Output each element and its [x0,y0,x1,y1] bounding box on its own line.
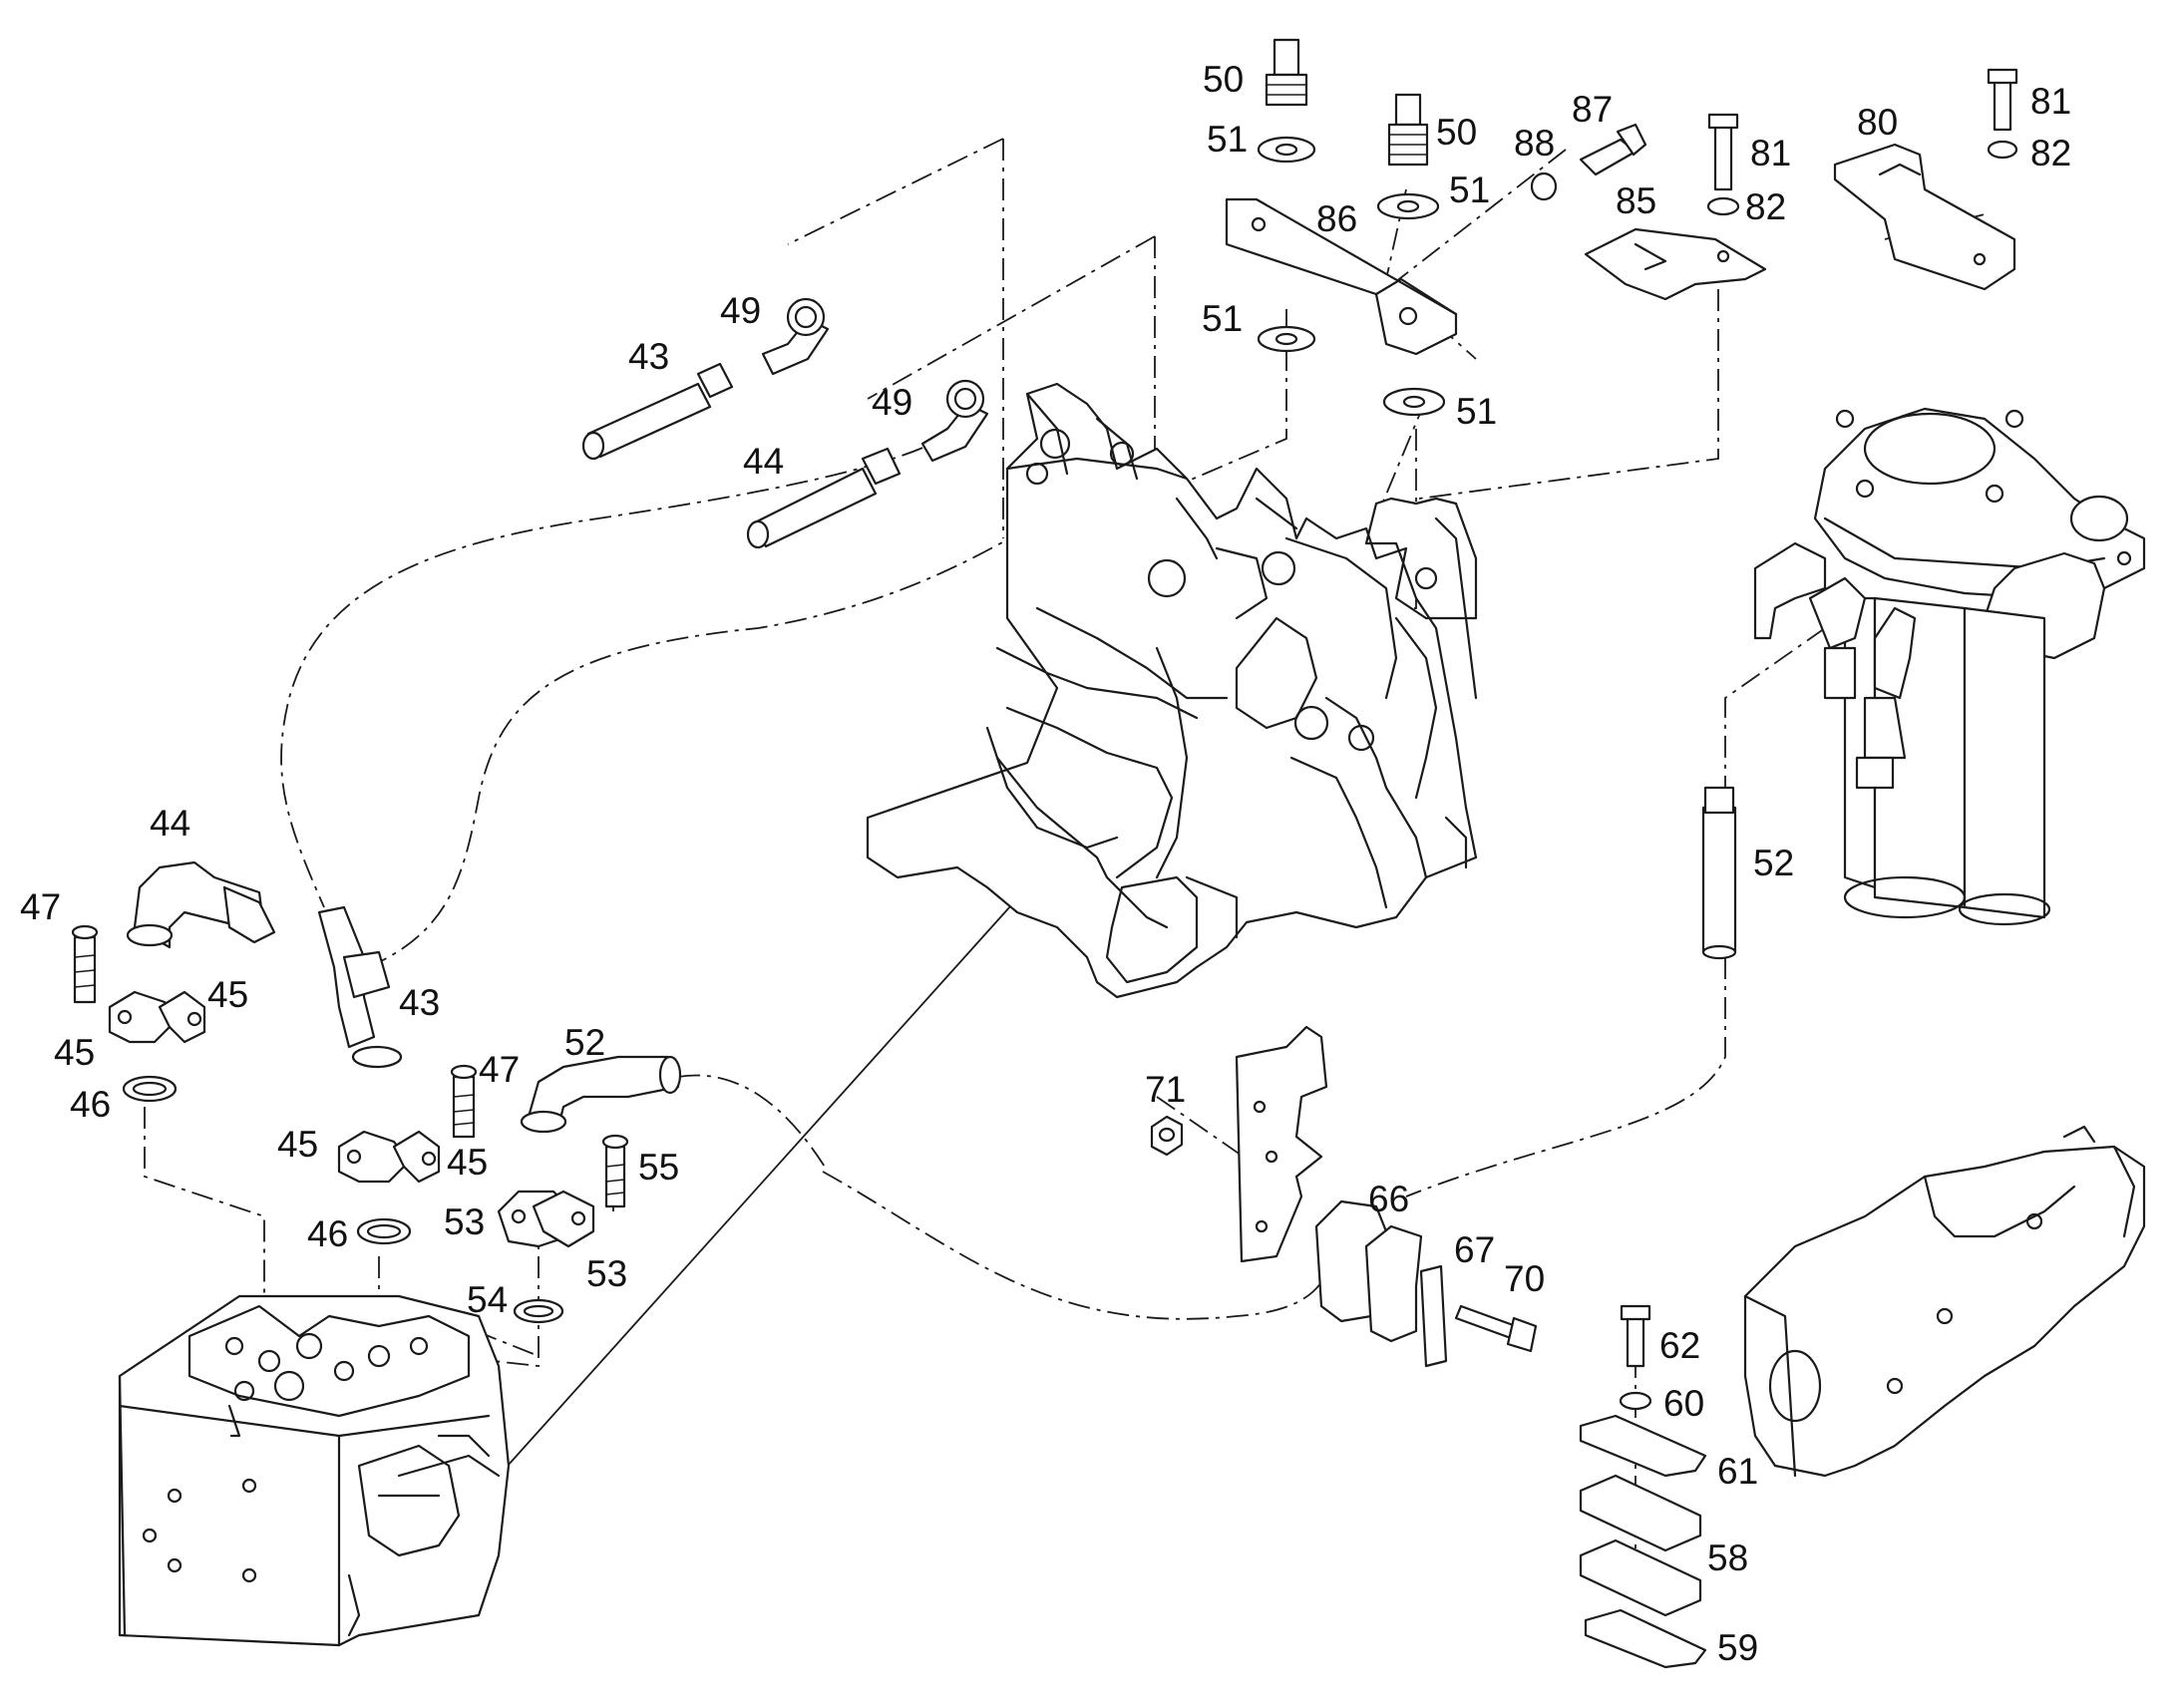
callout-81: 81 [1750,133,1791,173]
oring-46-left [122,1075,178,1103]
callout-52: 52 [564,1022,605,1063]
callout-50: 50 [1203,59,1244,100]
callout-54: 54 [467,1279,508,1320]
callout-71: 71 [1145,1069,1186,1110]
callout-45: 45 [277,1124,318,1165]
washer-82-a [1706,196,1740,216]
hose-43-elbow [317,905,403,1069]
callout-50: 50 [1436,112,1477,153]
bolt-87 [1579,123,1647,176]
plate-85 [1584,227,1767,301]
control-valve-block [118,1294,511,1647]
main-frame-casting [866,382,1478,999]
hose-52-elbow [520,1055,682,1134]
callout-86: 86 [1316,198,1357,239]
hydraulic-pump [1743,1125,2146,1478]
washer-51-a [1257,136,1316,164]
flange-45-mid [337,1130,441,1184]
callout-52: 52 [1753,843,1794,883]
bolt-47-mid [450,1064,478,1139]
callout-55: 55 [638,1147,679,1188]
connector-50-a [1265,38,1308,107]
callout-51: 51 [1202,298,1243,339]
callout-53: 53 [586,1253,627,1294]
callout-49: 49 [872,382,912,423]
callout-44: 44 [743,441,784,482]
callout-49: 49 [720,290,761,331]
callout-80: 80 [1857,102,1898,143]
callout-62: 62 [1659,1325,1700,1366]
callout-66: 66 [1368,1179,1409,1219]
callout-45: 45 [207,974,248,1015]
callout-70: 70 [1504,1258,1545,1299]
callout-61: 61 [1717,1451,1758,1492]
bolt-81-a [1707,113,1739,191]
callout-82: 82 [1745,186,1786,227]
callout-51: 51 [1207,119,1248,160]
bracket-86 [1225,197,1458,356]
callout-labels: 50 51 50 51 88 87 86 51 51 85 81 82 80 8… [20,59,2071,1668]
clamp-bracket [1235,1025,1328,1263]
bolt-62 [1620,1304,1651,1368]
callout-81: 81 [2030,81,2071,122]
bracket-80 [1833,143,2016,291]
nut-71 [1150,1115,1184,1157]
callout-43: 43 [399,982,440,1023]
washer-82-b [1987,140,2018,160]
callout-59: 59 [1717,1627,1758,1668]
elbow-49-upper [761,297,830,376]
flange-45-left [108,990,206,1044]
callout-82: 82 [2030,133,2071,173]
callout-44: 44 [150,803,190,844]
callout-43: 43 [628,336,669,377]
washer-88 [1530,171,1558,201]
callout-47: 47 [479,1049,520,1090]
callout-46: 46 [70,1084,111,1125]
callout-45: 45 [54,1032,95,1073]
bolt-47-left [71,924,99,1004]
hose-52-right [1701,786,1737,960]
filter-unit [1753,407,2146,926]
oring-54 [513,1298,564,1324]
oring-46-mid [356,1217,412,1245]
connector-50-b [1387,93,1429,167]
plate-67 [1419,1264,1448,1368]
callout-87: 87 [1572,89,1613,130]
clamp-58 [1579,1474,1702,1617]
plate-61 [1579,1414,1707,1478]
callout-58: 58 [1707,1537,1748,1578]
callout-88: 88 [1514,123,1555,164]
washer-51-c [1257,325,1316,353]
bolt-70 [1454,1304,1538,1353]
hose-43-upper [581,362,734,461]
callout-51: 51 [1449,170,1490,210]
plate-59 [1584,1608,1707,1669]
washer-60 [1619,1391,1652,1411]
callout-67: 67 [1454,1229,1495,1270]
callout-45: 45 [447,1142,488,1183]
callout-60: 60 [1663,1383,1704,1424]
callout-53: 53 [444,1201,485,1242]
hose-44-elbow [126,860,276,949]
callout-46: 46 [307,1213,348,1254]
callout-47: 47 [20,886,61,927]
elbow-49-lower [920,379,989,463]
flange-53 [497,1190,595,1248]
callout-51: 51 [1456,391,1497,432]
washer-51-d [1382,387,1446,417]
clamp-half-66 [1314,1199,1423,1343]
hose-44-upper [746,447,902,549]
washer-51-b [1376,192,1440,220]
bolt-55 [601,1134,629,1208]
callout-85: 85 [1616,180,1656,221]
bolt-81-b [1987,68,2018,132]
